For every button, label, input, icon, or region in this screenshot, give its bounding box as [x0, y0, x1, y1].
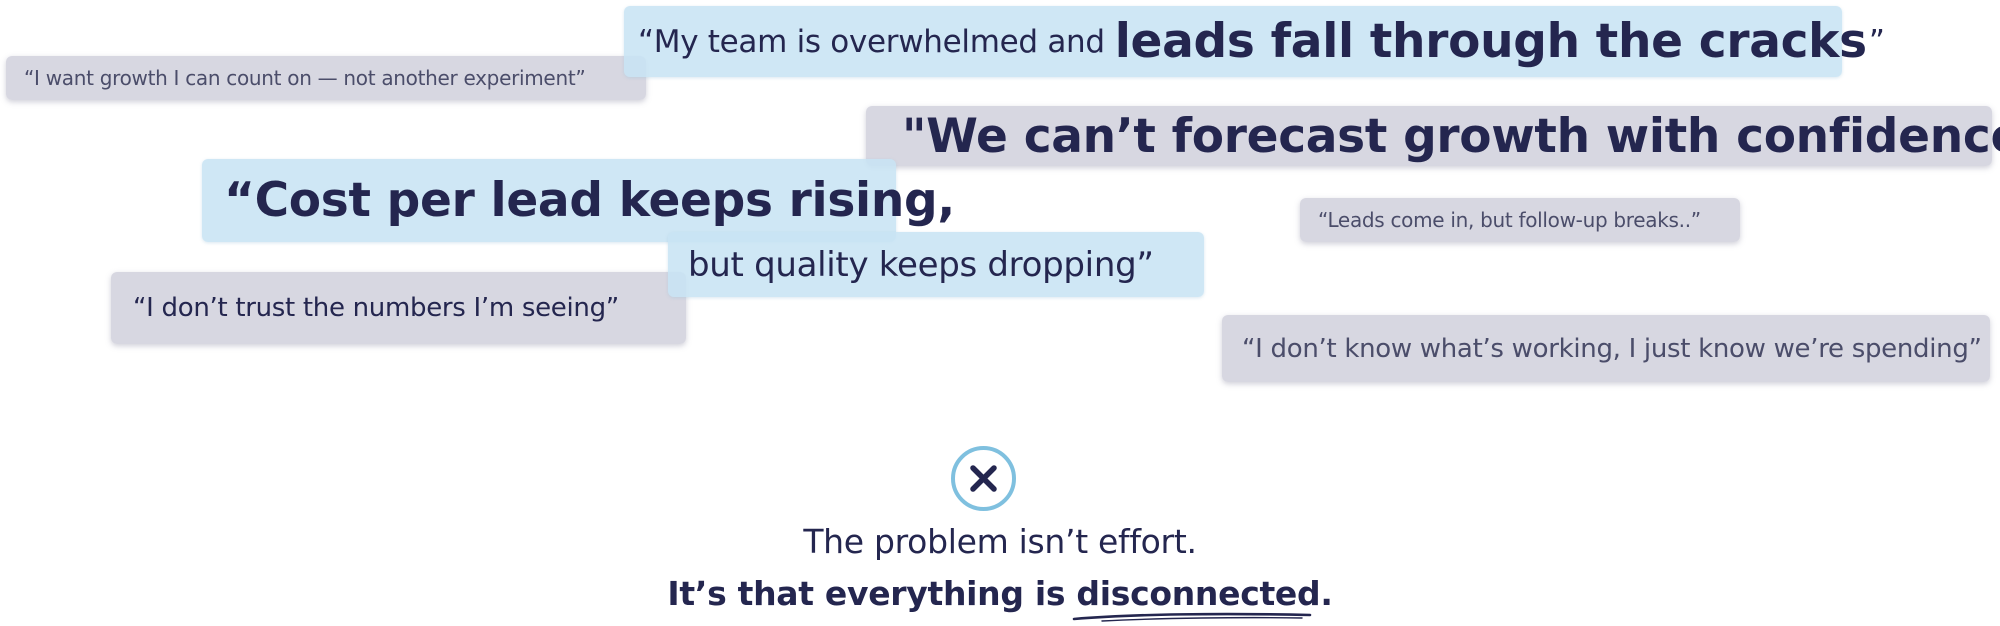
underlined-word-text: disconnected — [1076, 574, 1321, 613]
quote-text: “I don’t know what’s working, I just kno… — [1242, 333, 1982, 364]
conclusion-line-2-suffix: . — [1320, 574, 1333, 613]
quote-forecast-growth: "We can’t forecast growth with confidenc… — [866, 106, 2000, 166]
quote-text: “I want growth I can count on — not anot… — [24, 66, 586, 90]
quote-text: "We can’t forecast growth with confidenc… — [902, 108, 2000, 164]
quote-trust-numbers: “I don’t trust the numbers I’m seeing” — [111, 272, 686, 344]
quote-leads-come-in: “Leads come in, but follow-up breaks..” — [1300, 198, 1740, 242]
conclusion-line-2-prefix: It’s that everything is — [667, 574, 1077, 613]
conclusion-line-1: The problem isn’t effort. — [0, 522, 2000, 561]
close-icon — [951, 446, 1016, 511]
quote-text: “Leads come in, but follow-up breaks..” — [1318, 208, 1701, 232]
conclusion-line-1-text: The problem isn’t effort. — [803, 522, 1197, 561]
quote-prefix: “My team is overwhelmed and — [638, 23, 1105, 60]
hand-drawn-underline — [1073, 612, 1312, 622]
quote-emphasis: leads fall through the cracks — [1114, 14, 1867, 69]
quote-growth-count-on: “I want growth I can count on — not anot… — [6, 56, 646, 100]
quote-whats-working: “I don’t know what’s working, I just kno… — [1222, 315, 1990, 382]
close-icon-glyph — [970, 465, 997, 492]
quote-quality-dropping: but quality keeps dropping” — [668, 232, 1204, 297]
quote-team-overwhelmed: “My team is overwhelmed and leads fall t… — [624, 6, 1885, 77]
quote-text: but quality keeps dropping” — [688, 244, 1154, 285]
quote-text: “I don’t trust the numbers I’m seeing” — [133, 293, 619, 323]
underlined-word: disconnected — [1073, 574, 1321, 622]
quote-cost-per-lead: “Cost per lead keeps rising, — [202, 159, 955, 242]
conclusion-line-2: It’s that everything is disconnected. — [0, 574, 2000, 622]
quote-suffix: ” — [1868, 23, 1885, 60]
quote-text: “Cost per lead keeps rising, — [224, 173, 955, 228]
